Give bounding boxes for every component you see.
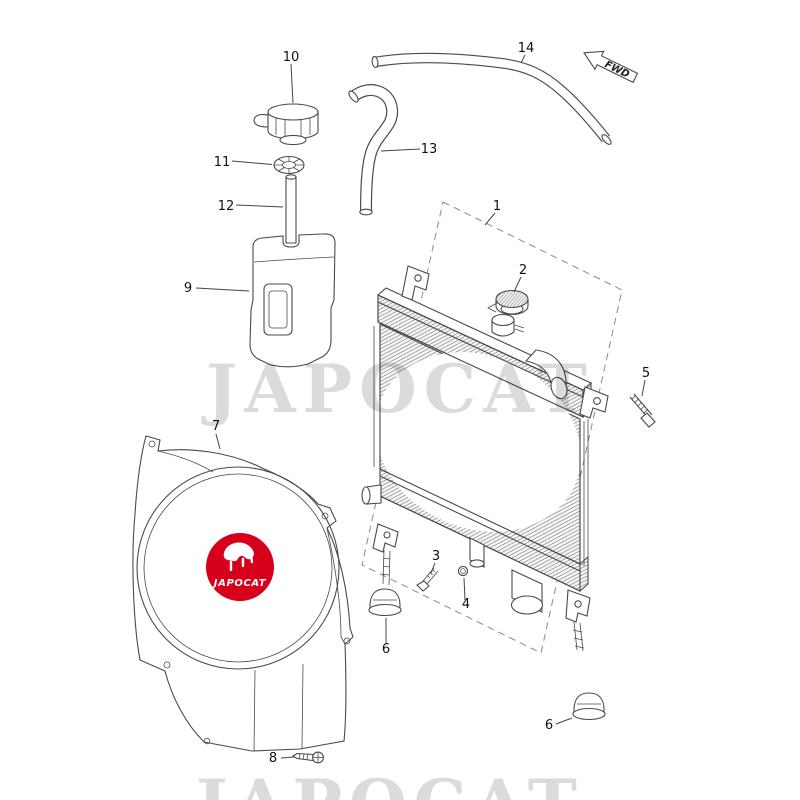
radiator-cap-part-2 <box>487 289 529 316</box>
part-label-7: 7 <box>212 419 220 434</box>
leader-lines <box>195 54 646 759</box>
part-label-13: 13 <box>421 142 438 157</box>
reservoir-tank-part-9 <box>249 233 336 368</box>
part-label-3: 3 <box>432 549 440 564</box>
part-label-1: 1 <box>493 199 501 214</box>
fan-opening <box>136 466 340 670</box>
part-label-10: 10 <box>283 50 300 65</box>
inlet-tube-part-12 <box>285 174 297 244</box>
radiator-assembly-part-1 <box>361 201 623 654</box>
part-label-4: 4 <box>462 597 470 612</box>
long-hose-part-14 <box>371 52 612 145</box>
logo-splash-icon <box>223 542 254 562</box>
filler-neck <box>491 313 515 327</box>
drain-bolt-part-3 <box>416 567 439 592</box>
part-labels: 1 2 3 4 5 6 6 7 8 9 10 11 12 13 14 <box>184 41 650 766</box>
upper-hose-part-13 <box>348 84 399 216</box>
part-label-6-left: 6 <box>382 642 390 657</box>
screw-part-8 <box>291 751 324 764</box>
fwd-arrow-icon <box>583 50 639 84</box>
part-label-14: 14 <box>518 41 535 56</box>
o-ring-part-4 <box>457 565 469 577</box>
cushion-mount-right-part-6 <box>572 692 606 721</box>
part-label-9: 9 <box>184 281 192 296</box>
cushion-mount-left-part-6 <box>368 588 402 617</box>
reservoir-cap-part-10 <box>253 103 319 146</box>
side-outlet-stub <box>361 486 371 505</box>
logo-circle <box>206 533 274 601</box>
part-label-5: 5 <box>642 366 650 381</box>
part-label-2: 2 <box>519 263 527 278</box>
grommet-part-11 <box>273 155 305 175</box>
logo-text: JAPOCAT <box>212 578 267 589</box>
part-label-11: 11 <box>214 155 231 170</box>
part-label-12: 12 <box>218 199 235 214</box>
drain-boss <box>469 537 485 568</box>
upper-bracket <box>401 265 430 301</box>
core-highlight <box>375 352 581 532</box>
japocat-logo: JAPOCAT <box>206 533 274 601</box>
part-label-8: 8 <box>269 751 277 766</box>
tank-recess <box>263 283 293 336</box>
watermark-text-bottom: JAPOCAT <box>191 765 584 800</box>
mount-bolt-part-5 <box>629 393 656 428</box>
part-label-6-right: 6 <box>545 718 553 733</box>
watermark-text: JAPOCAT <box>201 350 594 428</box>
lower-right-bracket <box>565 589 591 623</box>
